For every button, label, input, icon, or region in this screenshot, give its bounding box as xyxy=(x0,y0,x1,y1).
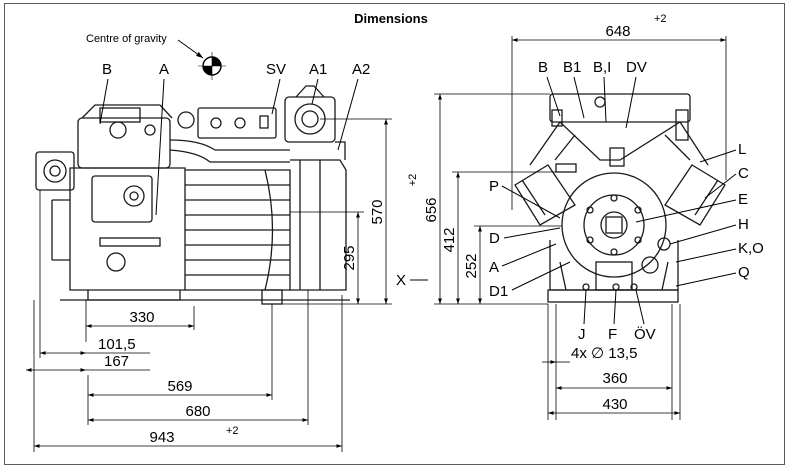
front-label-q: Q xyxy=(738,264,750,281)
dim-943: 943 xyxy=(149,429,174,446)
front-label-a: A xyxy=(489,259,499,276)
dim-167: 167 xyxy=(104,353,129,370)
front-view-dimensions xyxy=(434,36,727,420)
front-label-d1: D1 xyxy=(489,283,508,300)
front-label-h: H xyxy=(738,216,749,233)
side-view-vertical-dimensions xyxy=(282,118,392,305)
dim-holes: 4x ∅ 13,5 xyxy=(571,345,637,362)
front-label-b: B xyxy=(538,59,548,76)
dim-943-tolerance: +2 xyxy=(226,425,239,437)
dim-680: 680 xyxy=(185,403,210,420)
centre-of-gravity-label: Centre of gravity xyxy=(86,33,167,45)
dim-570: 570 xyxy=(369,199,386,224)
side-view-labels: B A SV A1 A2 X xyxy=(99,61,428,289)
dim-252: 252 xyxy=(463,253,480,278)
drawing-frame xyxy=(4,3,785,465)
dim-648-tolerance: +2 xyxy=(654,13,667,25)
dim-430: 430 xyxy=(602,396,627,413)
side-label-sv: SV xyxy=(266,61,286,78)
dim-412: 412 xyxy=(441,227,458,252)
front-label-dv: DV xyxy=(626,59,647,76)
front-label-ko: K,O xyxy=(738,240,764,257)
front-label-bi: B,I xyxy=(593,59,611,76)
compressor-front-view xyxy=(514,93,726,303)
side-label-x: X xyxy=(396,272,406,289)
side-view-horizontal-dimensions xyxy=(26,190,343,452)
dim-656: 656 xyxy=(423,197,440,222)
dim-101-5: 101,5 xyxy=(98,336,136,353)
front-label-f: F xyxy=(608,326,617,343)
compressor-side-view xyxy=(35,85,350,305)
dim-569: 569 xyxy=(167,378,192,395)
dim-360: 360 xyxy=(602,370,627,387)
side-label-a1: A1 xyxy=(309,61,327,78)
dim-295: 295 xyxy=(341,245,358,270)
front-label-c: C xyxy=(738,165,749,182)
front-label-d: D xyxy=(489,230,500,247)
front-label-b1: B1 xyxy=(563,59,581,76)
side-label-a2: A2 xyxy=(352,61,370,78)
front-label-e: E xyxy=(738,191,748,208)
front-label-j: J xyxy=(578,326,586,343)
drawing-title: Dimensions xyxy=(354,11,428,26)
dim-656-tolerance: +2 xyxy=(407,174,419,187)
dim-648: 648 xyxy=(605,23,630,40)
front-label-l: L xyxy=(738,141,746,158)
side-label-a: A xyxy=(159,61,169,78)
dim-330: 330 xyxy=(129,309,154,326)
centre-of-gravity-marker: Centre of gravity xyxy=(86,33,226,80)
front-label-ov: ÖV xyxy=(634,325,656,343)
front-view-labels: B B1 B,I DV L C E H K,O Q P D A D1 J F Ö… xyxy=(489,59,764,343)
side-label-b: B xyxy=(102,61,112,78)
front-label-p: P xyxy=(489,178,499,195)
